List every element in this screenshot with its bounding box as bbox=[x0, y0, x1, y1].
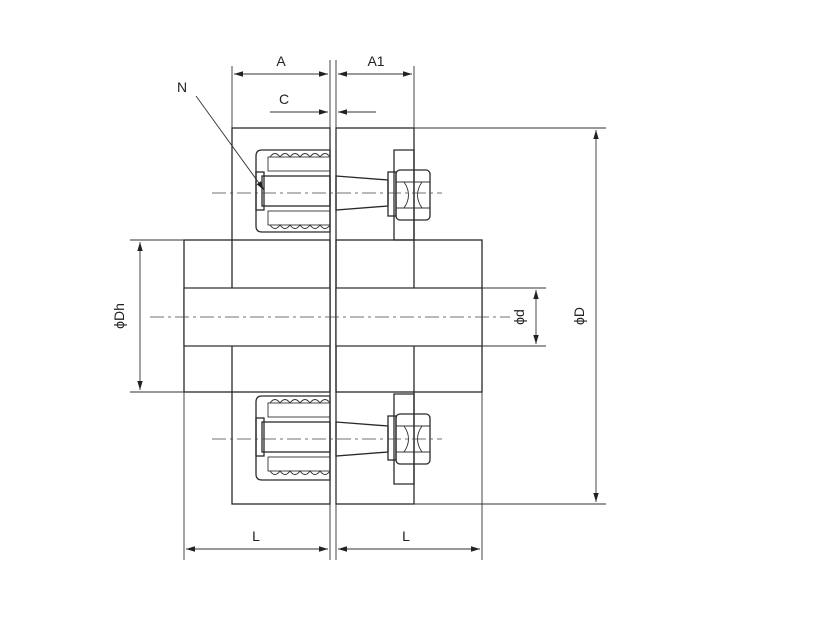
dimension-lines bbox=[130, 66, 606, 560]
label-d: ϕd bbox=[511, 309, 527, 325]
right-half-coupling bbox=[335, 127, 483, 505]
label-L-left: L bbox=[252, 528, 260, 544]
label-A: A bbox=[276, 53, 286, 69]
label-N: N bbox=[177, 79, 187, 95]
label-L-right: L bbox=[402, 528, 410, 544]
label-Dh: ϕDh bbox=[111, 303, 127, 329]
top-pin-assembly bbox=[212, 149, 442, 241]
label-C: C bbox=[279, 91, 289, 107]
left-half-coupling bbox=[183, 127, 331, 505]
label-A1: A1 bbox=[367, 53, 384, 69]
label-D: ϕD bbox=[571, 307, 587, 325]
bottom-pin-assembly bbox=[212, 393, 442, 485]
